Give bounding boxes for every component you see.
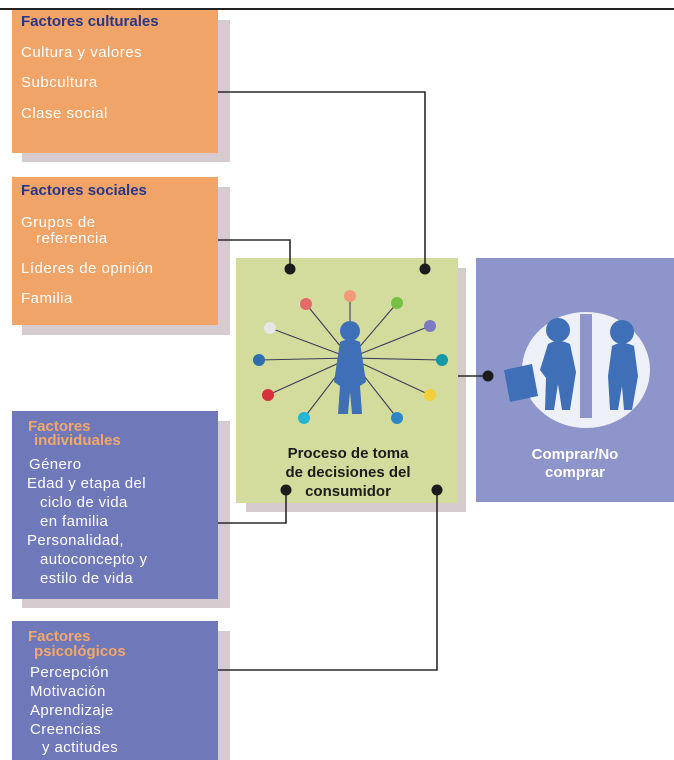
cultural-factors-title: Factores culturales xyxy=(21,13,159,30)
purchase-outcome-label: Comprar/No comprar xyxy=(476,446,674,482)
individual-item: en familia xyxy=(40,513,109,530)
outcome-figures xyxy=(504,312,650,428)
individual-factors-title-line2: individuales xyxy=(34,432,121,449)
decision-label-line3: consumidor xyxy=(305,483,391,500)
decision-label-line1: Proceso de toma xyxy=(287,445,409,462)
decision-label-line2: de decisiones del xyxy=(285,464,411,481)
outcome-label-line2: comprar xyxy=(544,464,606,481)
psychological-item: y actitudes xyxy=(42,739,119,756)
connector-dot xyxy=(431,484,443,496)
psychological-factors-title-line2: psicológicos xyxy=(34,643,126,660)
connector-dot xyxy=(482,370,494,382)
social-item: Familia xyxy=(21,290,73,307)
individual-factors-box: Factores individuales Género Edad y etap… xyxy=(12,411,218,599)
connector-psychological xyxy=(218,491,438,671)
cultural-item: Clase social xyxy=(21,105,108,122)
individual-item: autoconcepto y xyxy=(40,551,148,568)
consumer-figure xyxy=(334,321,366,414)
social-factors-title: Factores sociales xyxy=(21,182,147,199)
cultural-item: Cultura y valores xyxy=(21,44,143,61)
cultural-item: Subcultura xyxy=(21,74,98,91)
psychological-item: Aprendizaje xyxy=(30,702,114,719)
outcome-label-line1: Comprar/No xyxy=(531,446,619,463)
psychological-item: Percepción xyxy=(30,664,110,681)
connector-dot xyxy=(419,263,431,275)
psychological-factors-box: Factores psicológicos Percepción Motivac… xyxy=(12,621,218,760)
connector-individual xyxy=(218,491,287,524)
connector-dot xyxy=(284,263,296,275)
connector-social xyxy=(218,239,291,268)
psychological-factors-title-line1: Factores xyxy=(28,628,91,645)
connector-cultural xyxy=(218,91,426,268)
psychological-item: Creencias xyxy=(30,721,102,738)
individual-item: Edad y etapa del xyxy=(27,475,146,492)
individual-item: Género xyxy=(29,456,82,473)
social-item: Grupos de xyxy=(21,214,96,231)
individual-item: Personalidad, xyxy=(27,532,124,549)
social-item: referencia xyxy=(36,230,108,247)
social-factors-box: Factores sociales Grupos de referencia L… xyxy=(12,177,218,325)
decision-process-label: Proceso de toma de decisiones del consum… xyxy=(238,444,458,501)
individual-item: ciclo de vida xyxy=(40,494,128,511)
individual-factors-title-line1: Factores xyxy=(28,418,91,435)
individual-item: estilo de vida xyxy=(40,570,134,587)
top-rule xyxy=(0,8,674,10)
connector-dot xyxy=(280,484,292,496)
social-item: Líderes de opinión xyxy=(21,260,154,277)
cultural-factors-box: Factores culturales Cultura y valores Su… xyxy=(12,10,218,153)
psychological-item: Motivación xyxy=(30,683,106,700)
influence-dots xyxy=(253,290,448,424)
